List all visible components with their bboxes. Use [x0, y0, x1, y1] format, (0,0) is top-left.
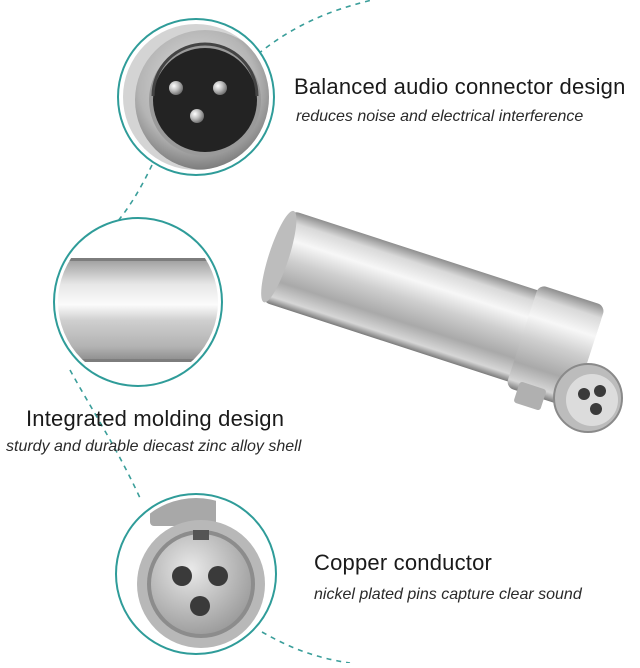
xlr-female-socket-closeup — [115, 493, 277, 655]
feature-subtitle: nickel plated pins capture clear sound — [314, 586, 582, 603]
metal-shell-closeup — [53, 217, 223, 387]
dashed-connector-line — [69, 0, 373, 664]
feature-title: Balanced audio connector design — [294, 74, 626, 99]
xlr-female-to-male-adapter — [261, 210, 623, 433]
feature-subtitle: reduces noise and electrical interferenc… — [296, 108, 584, 125]
feature-title: Copper conductor — [314, 550, 493, 575]
feature-subtitle: sturdy and durable diecast zinc alloy sh… — [6, 438, 302, 455]
xlr-male-pins-closeup — [117, 18, 275, 176]
feature-title: Integrated molding design — [26, 406, 285, 431]
